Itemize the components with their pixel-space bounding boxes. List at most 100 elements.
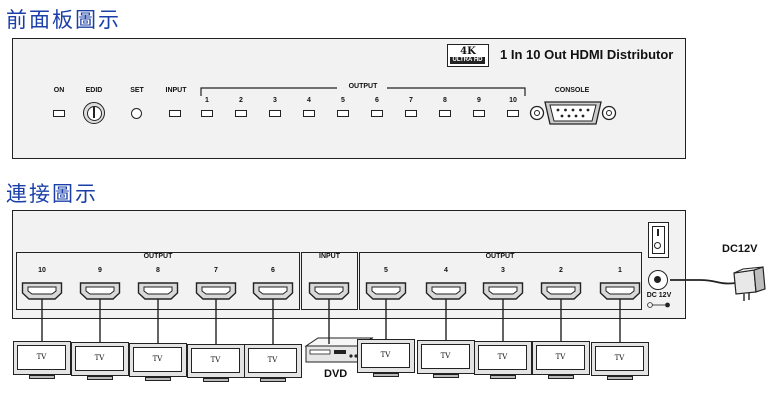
output-group-right — [359, 252, 642, 310]
tv-label: TV — [75, 346, 124, 371]
connection-title: 連接圖示 — [6, 182, 98, 206]
output-led-4 — [303, 110, 315, 117]
tv-icon: TV — [417, 340, 475, 374]
polarity-icon — [647, 302, 670, 308]
tv-icon: TV — [591, 342, 649, 376]
tv-label: TV — [361, 343, 410, 368]
hdmi-output-port-5[interactable] — [365, 281, 407, 301]
console-label: CONSOLE — [554, 87, 590, 94]
tv-icon: TV — [129, 343, 187, 377]
front-panel-device — [12, 38, 686, 159]
edid-label: EDID — [85, 87, 103, 94]
output-number-6: 6 — [375, 97, 379, 104]
output-number-8: 8 — [443, 97, 447, 104]
output-number-5: 5 — [341, 97, 345, 104]
hdmi-output-port-6[interactable] — [252, 281, 294, 301]
on-label: ON — [53, 87, 65, 94]
edid-dial[interactable] — [83, 102, 105, 124]
output-number-3: 3 — [273, 97, 277, 104]
dc-jack[interactable] — [648, 270, 668, 290]
output-label: OUTPUT — [348, 83, 378, 90]
output-port-number-7: 7 — [214, 267, 218, 274]
hdmi-output-port-1[interactable] — [599, 281, 641, 301]
output-port-number-3: 3 — [501, 267, 505, 274]
tv-icon: TV — [474, 341, 532, 375]
tv-icon: TV — [532, 341, 590, 375]
output-number-10: 10 — [509, 97, 517, 104]
output-port-number-4: 4 — [444, 267, 448, 274]
output-number-2: 2 — [239, 97, 243, 104]
hdmi-output-port-9[interactable] — [79, 281, 121, 301]
output-led-6 — [371, 110, 383, 117]
output-led-3 — [269, 110, 281, 117]
tv-stand — [548, 375, 574, 379]
output-left-label: OUTPUT — [143, 253, 173, 260]
output-right-label: OUTPUT — [485, 253, 515, 260]
tv-icon: TV — [357, 339, 415, 373]
output-bracket — [200, 83, 526, 96]
tv-stand — [203, 378, 229, 382]
input-led — [169, 110, 181, 117]
output-led-9 — [473, 110, 485, 117]
output-led-8 — [439, 110, 451, 117]
tv-icon: TV — [13, 341, 71, 375]
output-led-1 — [201, 110, 213, 117]
output-port-number-1: 1 — [618, 267, 622, 274]
tv-icon: TV — [187, 344, 245, 378]
front-panel-title: 前面板圖示 — [6, 8, 121, 32]
set-label: SET — [130, 87, 144, 94]
output-number-9: 9 — [477, 97, 481, 104]
console-port-icon[interactable] — [529, 99, 617, 127]
tv-stand — [145, 377, 171, 381]
tv-stand — [607, 376, 633, 380]
hdmi-output-port-10[interactable] — [21, 281, 63, 301]
hdmi-output-port-4[interactable] — [425, 281, 467, 301]
ultra-hd-badge: 4K ULTRA HD — [447, 44, 489, 67]
input-port-label: INPUT — [319, 253, 340, 260]
tv-label: TV — [421, 344, 470, 369]
hdmi-input-port[interactable] — [308, 281, 350, 301]
tv-label: TV — [248, 348, 297, 373]
output-port-number-5: 5 — [384, 267, 388, 274]
output-led-5 — [337, 110, 349, 117]
output-port-number-9: 9 — [98, 267, 102, 274]
set-button[interactable] — [131, 108, 142, 119]
output-port-number-2: 2 — [559, 267, 563, 274]
tv-label: TV — [595, 346, 644, 371]
output-port-number-6: 6 — [271, 267, 275, 274]
badge-ultra-hd-text: ULTRA HD — [450, 57, 485, 64]
badge-4k-text: 4K — [460, 46, 476, 57]
tv-stand — [373, 373, 399, 377]
output-number-4: 4 — [307, 97, 311, 104]
tv-label: TV — [536, 345, 585, 370]
tv-stand — [87, 376, 113, 380]
output-port-number-10: 10 — [38, 267, 46, 274]
power-led — [53, 110, 65, 117]
tv-label: TV — [133, 347, 182, 372]
hdmi-output-port-7[interactable] — [195, 281, 237, 301]
tv-stand — [490, 375, 516, 379]
power-switch[interactable] — [648, 222, 669, 258]
tv-stand — [260, 378, 286, 382]
tv-label: TV — [191, 348, 240, 373]
output-led-2 — [235, 110, 247, 117]
power-label: DC12V — [722, 243, 758, 255]
hdmi-output-port-2[interactable] — [540, 281, 582, 301]
tv-stand — [29, 375, 55, 379]
tv-label: TV — [17, 345, 66, 370]
tv-icon: TV — [244, 344, 302, 378]
dvd-label: DVD — [324, 368, 348, 380]
output-port-number-8: 8 — [156, 267, 160, 274]
output-number-1: 1 — [205, 97, 209, 104]
input-label: INPUT — [165, 87, 187, 94]
dc-jack-label: DC 12V — [646, 292, 672, 299]
product-name: 1 In 10 Out HDMI Distributor — [500, 47, 674, 62]
hdmi-output-port-8[interactable] — [137, 281, 179, 301]
tv-label: TV — [478, 345, 527, 370]
hdmi-output-port-3[interactable] — [482, 281, 524, 301]
back-panel-device — [12, 210, 686, 319]
tv-stand — [433, 374, 459, 378]
output-number-7: 7 — [409, 97, 413, 104]
output-led-7 — [405, 110, 417, 117]
output-led-10 — [507, 110, 519, 117]
